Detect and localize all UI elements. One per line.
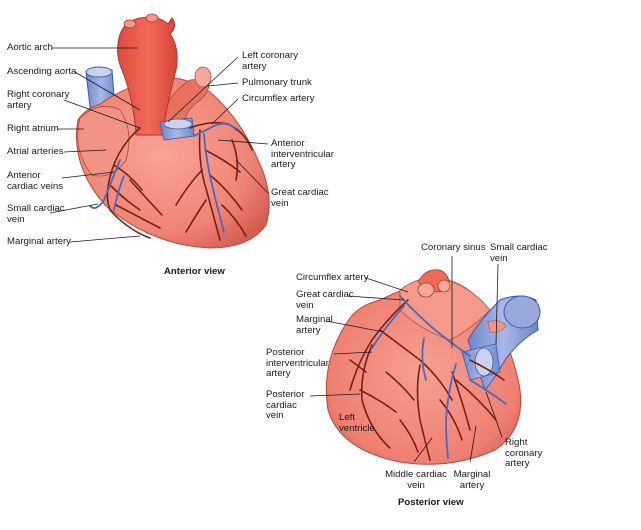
- label-anterior-interventricular-artery: Anterior interventricular artery: [271, 138, 334, 170]
- label-ascending-aorta: Ascending aorta: [7, 66, 77, 77]
- label-posterior-small-cardiac-vein: Small cardiac vein: [490, 242, 548, 264]
- posterior-appendage: [487, 320, 507, 333]
- label-marginal-artery: Marginal artery: [7, 236, 71, 247]
- label-left-coronary-artery: Left coronary artery: [242, 50, 298, 72]
- label-posterior-right-coronary-artery: Right coronary artery: [505, 437, 543, 469]
- label-left-ventricle: Left ventricle: [339, 412, 375, 434]
- leader-lines: [49, 47, 503, 463]
- posterior-arteries: [349, 299, 505, 461]
- anterior-veins: [89, 122, 237, 233]
- caption-posterior-view: Posterior view: [398, 497, 464, 508]
- label-small-cardiac-vein: Small cardiac vein: [7, 203, 65, 225]
- label-posterior-marginal-artery: Marginal artery: [296, 314, 333, 336]
- caption-anterior-view: Anterior view: [164, 266, 225, 277]
- right-atrium: [77, 106, 130, 177]
- label-coronary-sinus: Coronary sinus: [421, 242, 486, 253]
- aortic-branch-1: [123, 19, 137, 29]
- label-aortic-arch: Aortic arch: [7, 42, 53, 53]
- vessel-stub-opening: [163, 118, 193, 130]
- label-posterior-marginal-artery-bottom: Marginal artery: [453, 469, 491, 491]
- label-posterior-interventricular-artery: Posterior interventricular artery: [266, 347, 329, 379]
- label-pulmonary-trunk: Pulmonary trunk: [242, 77, 312, 88]
- pulmonary-trunk: [157, 77, 210, 133]
- posterior-vessel-opening-1: [417, 282, 435, 298]
- label-right-atrium: Right atrium: [7, 123, 59, 134]
- anterior-heart: [76, 13, 270, 249]
- label-great-cardiac-vein: Great cardiac vein: [271, 187, 329, 209]
- label-posterior-cardiac-vein: Posterior cardiac vein: [266, 389, 305, 421]
- vena-cava-opening: [85, 66, 113, 78]
- posterior-vena-cava-top: [503, 295, 541, 329]
- label-right-coronary-artery: Right coronary artery: [7, 89, 70, 111]
- label-posterior-great-cardiac-vein: Great cardiac vein: [296, 289, 354, 311]
- label-middle-cardiac-vein: Middle cardiac vein: [385, 469, 447, 491]
- posterior-vessel-opening-2: [437, 279, 451, 293]
- aortic-branch-2: [145, 13, 159, 23]
- posterior-veins: [371, 295, 507, 459]
- label-posterior-circumflex-artery: Circumflex artery: [296, 272, 369, 283]
- label-atrial-arteries: Atrial arteries: [7, 146, 64, 157]
- label-anterior-cardiac-veins: Anterior cardiac veins: [7, 170, 63, 192]
- label-circumflex-artery: Circumflex artery: [242, 93, 315, 104]
- pulmonary-branch: [194, 66, 212, 88]
- posterior-heart: [325, 269, 541, 465]
